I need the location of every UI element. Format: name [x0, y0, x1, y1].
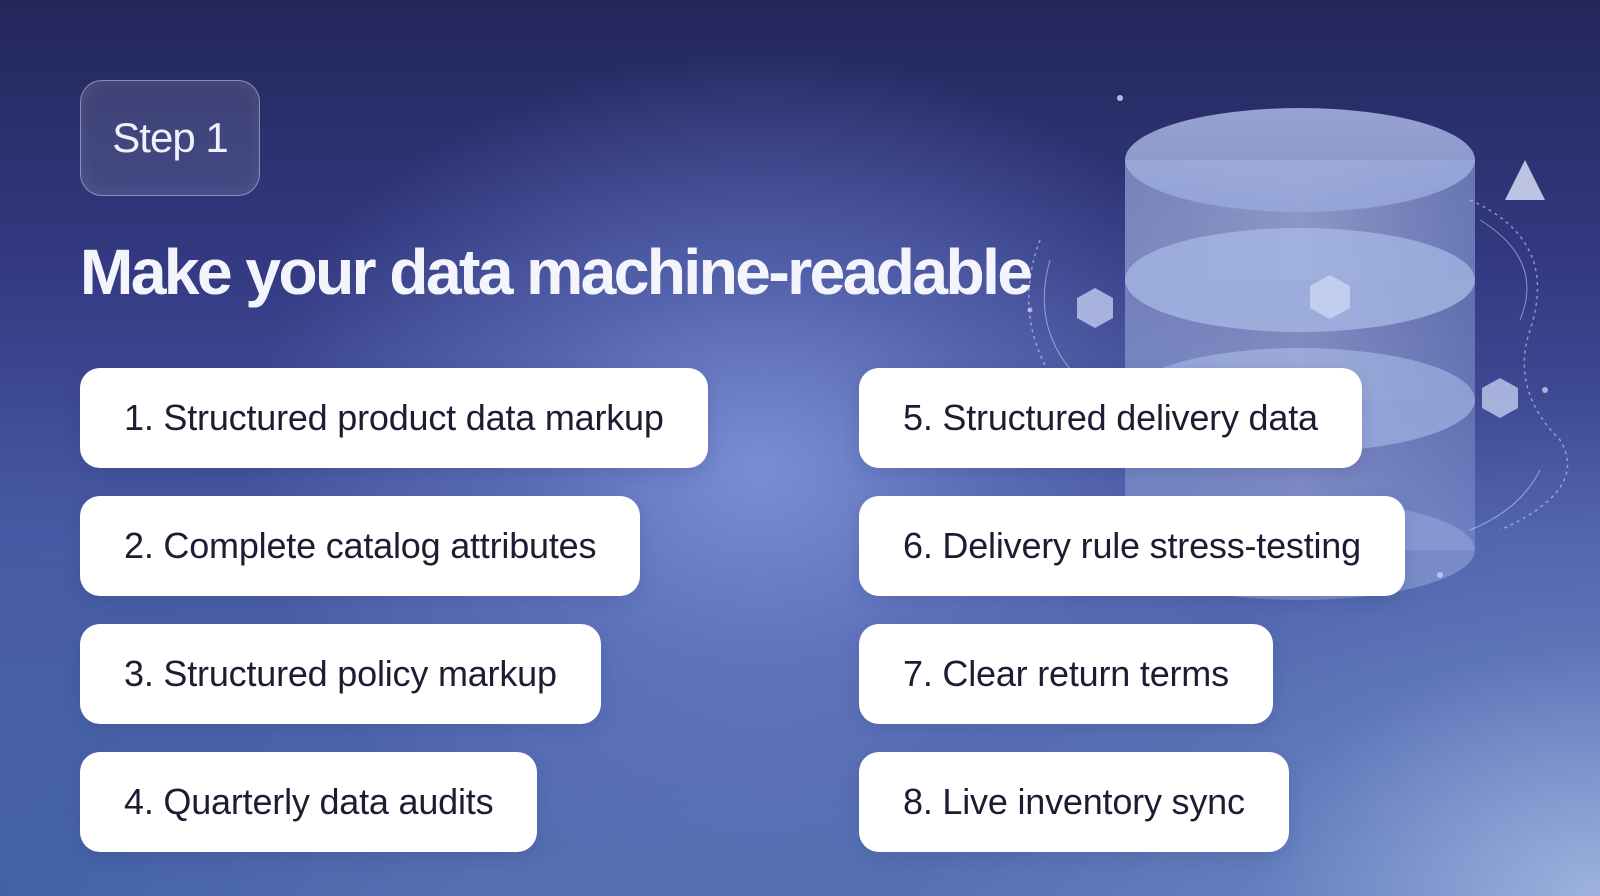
- list-item: 5. Structured delivery data: [859, 368, 1362, 468]
- list-item: 1. Structured product data markup: [80, 368, 708, 468]
- list-item: 2. Complete catalog attributes: [80, 496, 641, 596]
- step-badge: Step 1: [80, 80, 260, 196]
- list-item: 3. Structured policy markup: [80, 624, 601, 724]
- list-item: 7. Clear return terms: [859, 624, 1273, 724]
- list-item: 4. Quarterly data audits: [80, 752, 538, 852]
- page-title: Make your data machine-readable: [80, 232, 1033, 312]
- list-item: 8. Live inventory sync: [859, 752, 1289, 852]
- step-label: Step 1: [112, 114, 228, 161]
- list-item: 6. Delivery rule stress-testing: [859, 496, 1405, 596]
